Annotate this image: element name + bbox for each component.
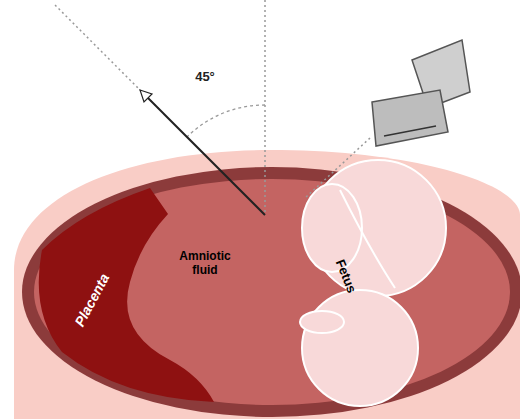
placenta (39, 188, 214, 402)
needle (145, 95, 265, 215)
angle-arc (187, 105, 265, 137)
ultrasound-probe (372, 40, 470, 146)
fetus (300, 160, 446, 406)
vertical-reference (264, 0, 266, 215)
region-label: Amniotic fluid (170, 250, 240, 278)
angle-label: 45° (195, 70, 215, 85)
needle-hub (140, 90, 152, 102)
uterus-wall (22, 167, 520, 417)
needle-path (55, 5, 159, 109)
beam-line (305, 138, 370, 198)
